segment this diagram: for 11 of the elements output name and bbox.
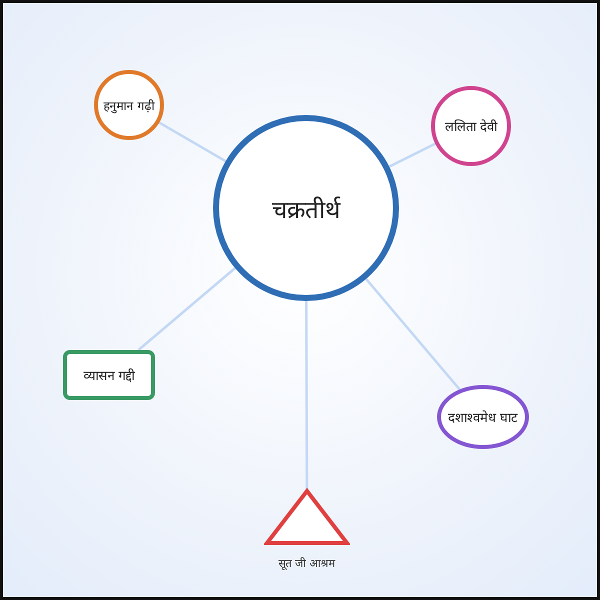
location-ellipse: दशाश्वमेध घाट [437,385,529,449]
location-circle: हनुमान गढ़ी [94,70,164,140]
location-circle: चक्रतीर्थ [213,115,399,301]
connector-line [365,278,461,390]
connector-line [158,122,226,162]
connector-line [305,301,308,492]
location-circle: ललिता देवी [431,86,511,166]
location-box: व्यासन गद्दी [63,350,155,400]
connector-line [388,142,436,168]
connector-line [138,267,236,351]
place-label: सूत जी आश्रम [278,556,336,570]
